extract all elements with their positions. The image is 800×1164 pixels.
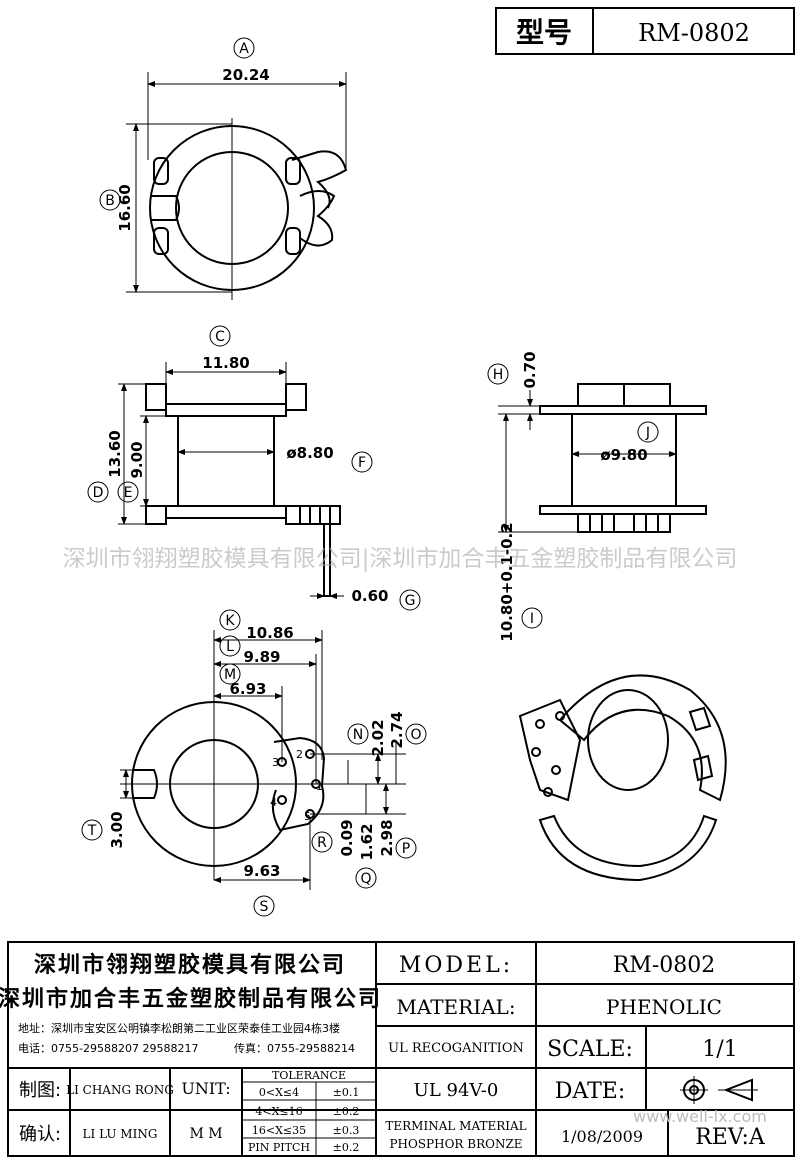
dim-r-value: 0.09: [338, 819, 356, 856]
dim-d-value: 13.60: [106, 430, 124, 477]
marker-a: A: [239, 41, 249, 57]
tol-value-4: ±0.2: [333, 1141, 360, 1154]
dim-j-value: ø9.80: [600, 446, 647, 464]
marker-h: H: [493, 367, 504, 383]
header-model: RM-0802: [638, 19, 750, 47]
tol-value-3: ±0.3: [333, 1124, 360, 1137]
marker-e: E: [124, 485, 133, 501]
tol-range-3: 16<X≤35: [252, 1124, 306, 1137]
tol-range-1: 0<X≤4: [259, 1086, 299, 1099]
dim-t-value: 3.00: [108, 811, 126, 848]
marker-j: J: [645, 425, 650, 441]
dim-o-value: 2.74: [388, 711, 406, 748]
pin-5-label: 5: [304, 810, 311, 823]
dim-m-value: 6.93: [229, 680, 266, 698]
model-value: RM-0802: [613, 953, 716, 978]
marker-p: P: [402, 841, 410, 857]
marker-g: G: [405, 593, 416, 609]
dim-l-value: 9.89: [243, 648, 280, 666]
marker-k: K: [225, 613, 235, 629]
marker-c: C: [215, 329, 225, 345]
marker-d: D: [93, 485, 104, 501]
scale-label: SCALE:: [547, 1037, 633, 1062]
rev-label: REV:A: [695, 1125, 766, 1150]
marker-m: M: [224, 667, 236, 683]
front-view: [118, 362, 344, 599]
date-value: 1/08/2009: [561, 1127, 643, 1146]
tol-value-1: ±0.1: [333, 1086, 360, 1099]
tol-range-2: 4<X≤16: [255, 1105, 302, 1118]
dim-c-value: 11.80: [202, 354, 249, 372]
tol-range-4: PIN PITCH: [248, 1141, 310, 1154]
isometric-view: [518, 674, 727, 882]
bottom-view: [120, 630, 406, 890]
dim-n-value: 2.02: [369, 719, 387, 756]
model-label: MODEL:: [399, 953, 513, 978]
dim-i-value: 10.80+0.1-0.2: [498, 522, 516, 641]
dim-b-value: 16.60: [116, 184, 134, 231]
pin-1-label: 1: [316, 780, 323, 793]
scale-value: 1/1: [702, 1037, 737, 1062]
dim-p-value: 2.98: [378, 819, 396, 856]
company-fax: 传真：0755-29588214: [234, 1041, 355, 1055]
pin-4-label: 4: [270, 796, 277, 809]
terminal-label: TERMINAL MATERIAL: [385, 1119, 526, 1133]
tol-value-2: ±0.2: [333, 1105, 360, 1118]
marker-l: L: [226, 639, 234, 655]
terminal-value: PHOSPHOR BRONZE: [389, 1137, 522, 1151]
marker-o: O: [410, 727, 421, 743]
unit-label: UNIT:: [181, 1079, 230, 1098]
dim-q-value: 1.62: [358, 823, 376, 860]
marker-i: I: [530, 611, 534, 627]
pin-3-label: 3: [272, 756, 279, 769]
drawn-value: LI CHANG RONG: [66, 1083, 174, 1097]
tolerance-title: TOLERANCE: [272, 1069, 346, 1082]
ul-value: UL 94V-0: [414, 1080, 499, 1101]
checked-value: LI LU MING: [83, 1127, 158, 1141]
company-address: 地址：深圳市宝安区公明镇李松朗第二工业区荣泰佳工业园4栋3楼: [18, 1021, 340, 1035]
dim-k-value: 10.86: [246, 624, 293, 642]
unit-value: M M: [189, 1126, 222, 1142]
watermark-text: 深圳市翎翔塑胶模具有限公司|深圳市加合丰五金塑胶制品有限公司: [63, 546, 738, 572]
material-label: MATERIAL:: [396, 995, 515, 1019]
company-name-1: 深圳市翎翔塑胶模具有限公司: [34, 952, 346, 978]
marker-s: S: [260, 899, 269, 915]
checked-label: 确认:: [19, 1124, 61, 1145]
title-block: [7, 941, 795, 1157]
marker-f: F: [358, 455, 366, 471]
marker-b: B: [105, 193, 115, 209]
pin-2-label: 2: [296, 748, 303, 761]
ul-label: UL RECOGANITION: [388, 1041, 524, 1056]
side-view: [498, 383, 707, 533]
dim-h-value: 0.70: [521, 351, 539, 388]
drawn-label: 制图:: [19, 1080, 61, 1101]
dim-f-value: ø8.80: [286, 444, 333, 462]
top-view: [126, 72, 348, 300]
dim-a-value: 20.24: [222, 66, 269, 84]
dim-s-value: 9.63: [243, 862, 280, 880]
header-label: 型号: [516, 16, 572, 49]
company-phone: 电话：0755-29588207 29588217: [18, 1042, 198, 1055]
projection-symbol-icon: [680, 1076, 758, 1104]
date-label: DATE:: [555, 1079, 625, 1104]
marker-n: N: [353, 727, 363, 743]
dim-g-value: 0.60: [351, 587, 388, 605]
marker-r: R: [317, 835, 327, 851]
company-name-2: 深圳市加合丰五金塑胶制品有限公司: [0, 986, 382, 1012]
marker-t: T: [87, 823, 97, 839]
material-value: PHENOLIC: [606, 995, 722, 1019]
dim-e-value: 9.00: [128, 441, 146, 478]
marker-q: Q: [360, 871, 371, 887]
header-model-box: 型号 RM-0802: [495, 7, 795, 55]
website-text: www.well-lx.com: [633, 1107, 767, 1126]
